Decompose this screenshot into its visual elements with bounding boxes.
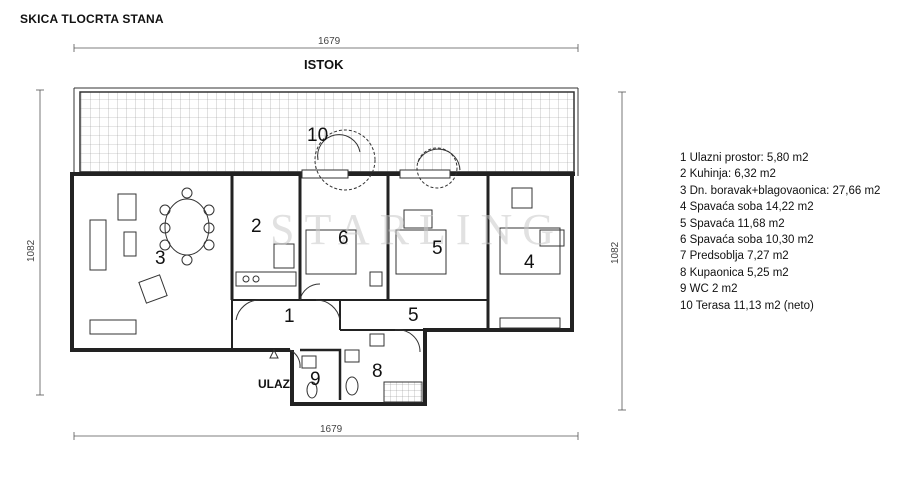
legend-item: 3 Dn. boravak+blagovaonica: 27,66 m2 <box>680 184 881 197</box>
room-number: 3 <box>155 248 166 269</box>
orientation-label: ISTOK <box>304 57 344 72</box>
room-number: 4 <box>524 252 535 273</box>
watermark: STARLING <box>270 205 564 254</box>
room-numbers: 1 2 3 4 5 5 6 8 9 10 <box>155 125 535 390</box>
room-number: 8 <box>372 361 383 382</box>
legend-item: 1 Ulazni prostor: 5,80 m2 <box>680 152 809 164</box>
legend-item: 8 Kupaonica 5,25 m2 <box>680 266 789 279</box>
kitchen-units <box>235 243 297 287</box>
apartment-walls <box>70 172 575 406</box>
entrance-label: ULAZ <box>258 377 290 391</box>
dimension-top: 1679 <box>318 36 341 47</box>
room-number: 2 <box>251 216 262 237</box>
living-room-furniture <box>89 187 215 335</box>
room-number: 10 <box>307 125 328 146</box>
legend-item: 5 Spavaća 11,68 m2 <box>680 217 785 230</box>
room-number: 5 <box>408 305 419 326</box>
room-number: 1 <box>284 306 295 327</box>
page-title: SKICA TLOCRTA STANA <box>20 12 164 26</box>
legend-item: 2 Kuhinja: 6,32 m2 <box>680 168 776 181</box>
legend-item: 10 Terasa 11,13 m2 (neto) <box>680 299 814 312</box>
room-number: 9 <box>310 369 321 390</box>
room-legend: 1 Ulazni prostor: 5,80 m2 2 Kuhinja: 6,3… <box>680 150 880 314</box>
room-number: 6 <box>338 228 349 249</box>
terrace-doors <box>301 129 461 191</box>
terrace <box>73 87 579 176</box>
dimension-right: 1082 <box>610 241 621 264</box>
interior-doors <box>235 283 421 369</box>
bedroom-furniture <box>305 187 565 329</box>
dimension-left: 1082 <box>26 239 37 262</box>
dimension-lines <box>36 44 626 440</box>
legend-item: 6 Spavaća soba 10,30 m2 <box>680 234 814 247</box>
legend-item: 4 Spavaća soba 14,22 m2 <box>680 201 814 214</box>
legend-item: 9 WC 2 m2 <box>680 283 738 296</box>
legend-item: 7 Predsoblja 7,27 m2 <box>680 250 789 263</box>
bathroom-fixtures <box>301 333 423 403</box>
room-number: 5 <box>432 238 443 259</box>
entrance-marker <box>269 348 279 359</box>
dimension-bottom: 1679 <box>320 424 343 435</box>
